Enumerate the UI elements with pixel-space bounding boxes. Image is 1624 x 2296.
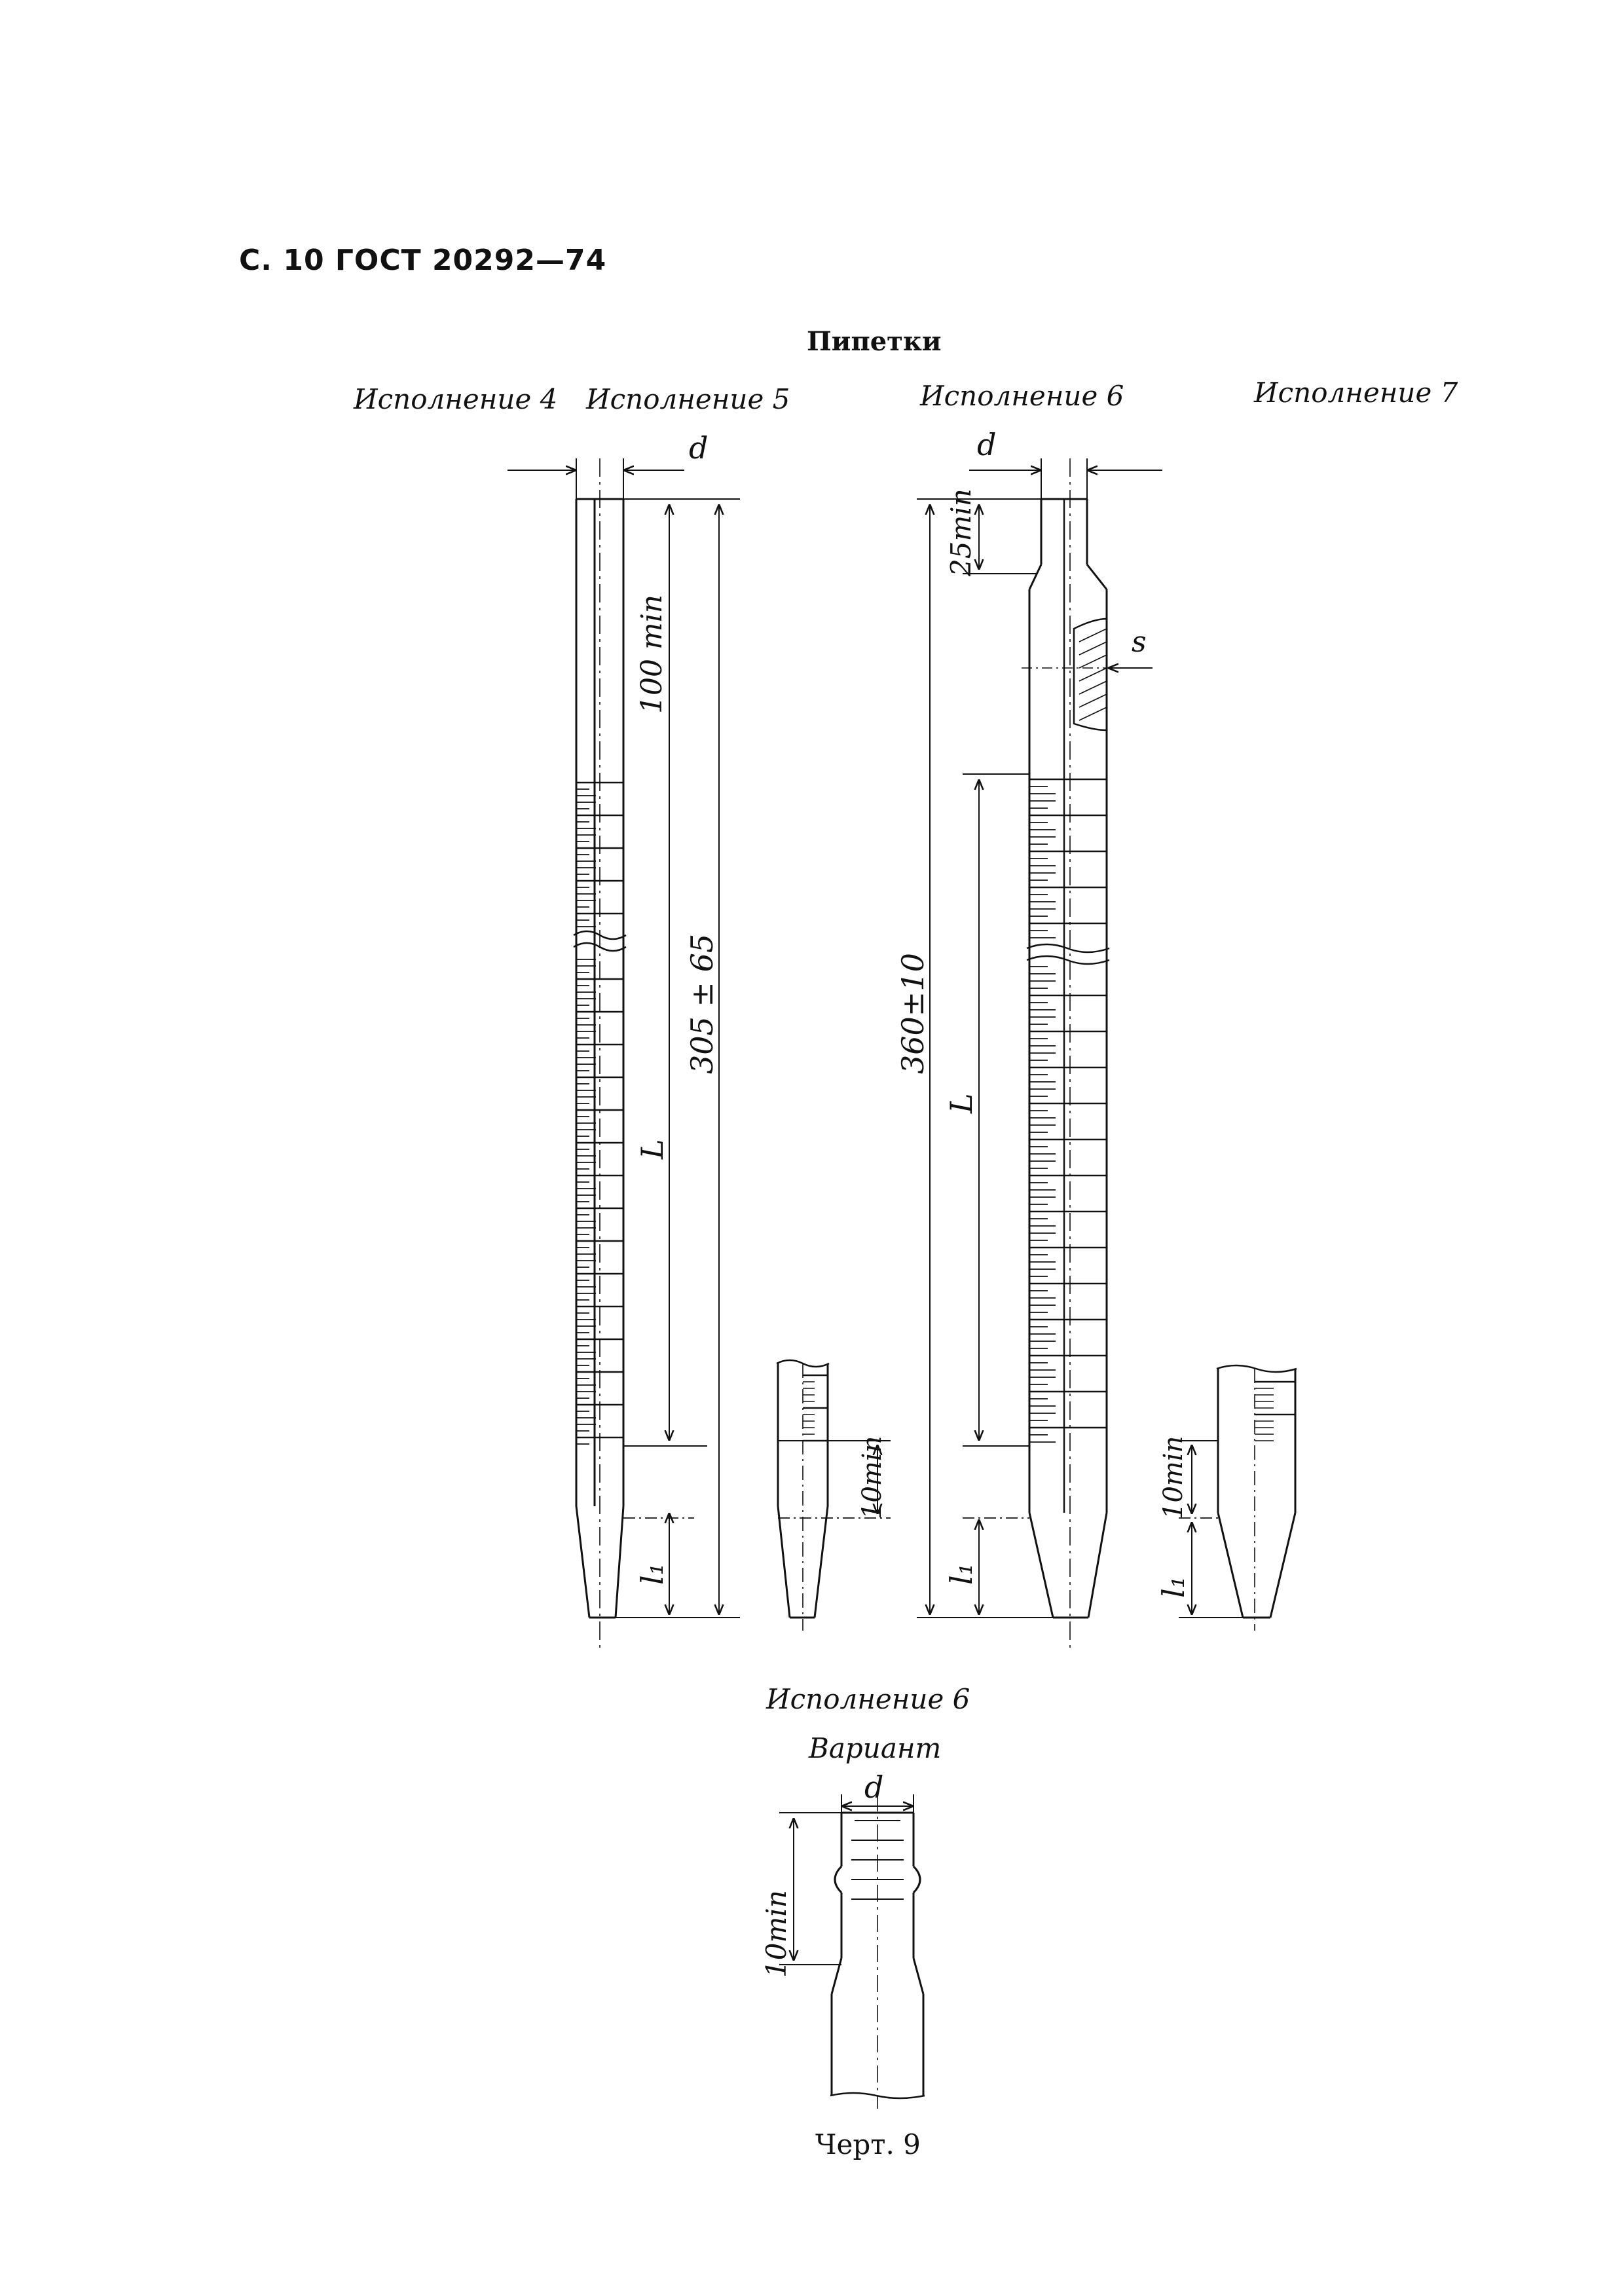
- graduation-scale-details: [803, 1374, 1295, 1442]
- figure-caption: Черт. 9: [815, 2128, 921, 2160]
- version-4-label: Исполнение 4: [354, 383, 558, 415]
- variant-title: Исполнение 6: [766, 1683, 970, 1715]
- label-25-min: 25min: [945, 489, 977, 577]
- label-l1-v7: l₁: [1156, 1576, 1191, 1598]
- version-5-label: Исполнение 5: [586, 383, 790, 415]
- graduation-scale-v6-v7: [1029, 778, 1107, 1443]
- page-header: С. 10 ГОСТ 20292—74: [239, 244, 607, 277]
- label-l1-v4-v5: l₁: [635, 1563, 670, 1585]
- label-10min-v5: 10min: [857, 1436, 887, 1519]
- tip-detail-v5: [776, 1359, 891, 1631]
- graduation-scale-v4-v5: [576, 781, 623, 1445]
- label-s: s: [1132, 625, 1147, 659]
- label-L-v6-v7: L: [944, 1093, 979, 1114]
- figure-title: Пипетки: [807, 326, 942, 357]
- label-l1-v6-v7: l₁: [944, 1563, 979, 1585]
- variant-drawing: [779, 1794, 925, 2109]
- d-label-v6-v7: d: [977, 427, 996, 462]
- pipette-v6-v7: [917, 458, 1162, 1650]
- label-305: 305 ± 65: [684, 934, 720, 1074]
- label-360: 360±10: [895, 953, 931, 1074]
- tip-detail-v7: [1179, 1364, 1297, 1631]
- d-label-variant: d: [864, 1769, 883, 1805]
- version-6-label: Исполнение 6: [920, 380, 1124, 412]
- version-7-label: Исполнение 7: [1254, 377, 1458, 409]
- label-10min-variant: 10min: [760, 1890, 792, 1978]
- label-L-v4-v5: L: [635, 1139, 670, 1160]
- label-100-min: 100 min: [635, 595, 669, 714]
- pipette-v4-v5: [507, 458, 740, 1650]
- label-10min-v7: 10min: [1158, 1436, 1189, 1519]
- d-label-v4-v5: d: [689, 430, 708, 466]
- variant-subtitle: Вариант: [809, 1732, 942, 1764]
